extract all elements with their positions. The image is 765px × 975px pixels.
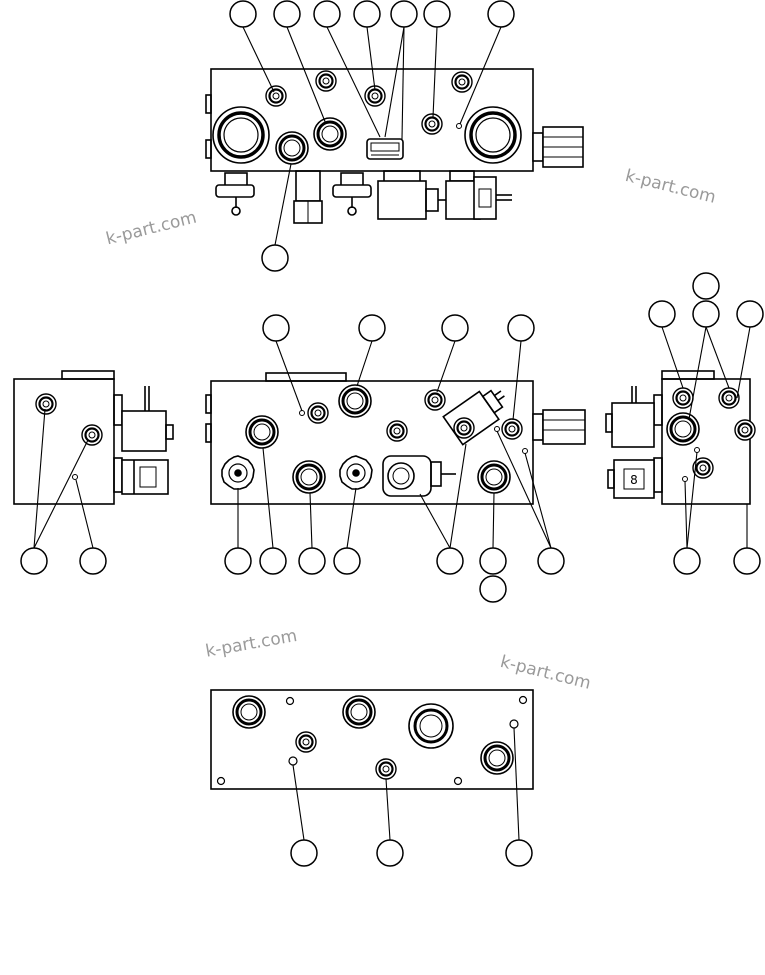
front-solenoid	[382, 455, 432, 497]
callout-balloon	[423, 0, 451, 28]
callout-balloon	[273, 0, 301, 28]
leader-lines	[33, 26, 751, 841]
right-side-view: 8	[605, 370, 757, 505]
callout-balloon	[436, 547, 464, 575]
callout-balloon	[692, 272, 720, 300]
left-side-view	[13, 370, 174, 505]
top-port-big-left	[211, 105, 271, 165]
top-view	[205, 68, 584, 224]
callout-balloon	[298, 547, 326, 575]
solenoid-tag: 8	[630, 473, 638, 487]
callout-balloon	[376, 839, 404, 867]
callout-balloon	[259, 547, 287, 575]
callout-balloon	[441, 314, 469, 342]
callout-balloon	[313, 0, 341, 28]
callout-balloon	[479, 547, 507, 575]
callout-balloon	[537, 547, 565, 575]
callout-balloon	[507, 314, 535, 342]
callout-balloon	[262, 314, 290, 342]
callout-balloon	[290, 839, 318, 867]
callout-balloon	[20, 547, 48, 575]
front-view	[205, 372, 586, 505]
callout-balloon	[224, 547, 252, 575]
callout-balloon	[736, 300, 764, 328]
top-solenoid-1	[377, 180, 427, 220]
callout-balloon	[505, 839, 533, 867]
callout-balloon	[261, 244, 289, 272]
callout-balloon	[390, 0, 418, 28]
callout-balloon	[733, 547, 761, 575]
callout-balloon	[229, 0, 257, 28]
right-solenoid	[611, 402, 655, 448]
callout-balloon	[692, 300, 720, 328]
callout-balloon	[79, 547, 107, 575]
callout-balloon	[353, 0, 381, 28]
callout-balloon	[333, 547, 361, 575]
callout-balloon	[673, 547, 701, 575]
bottom-view	[210, 689, 534, 790]
callout-balloon	[648, 300, 676, 328]
callout-balloons	[20, 0, 764, 867]
top-nameplate	[366, 138, 404, 160]
callout-balloon	[487, 0, 515, 28]
top-port-big-right	[463, 105, 523, 165]
callout-balloon	[358, 314, 386, 342]
left-solenoid	[121, 410, 167, 452]
callout-balloon	[479, 575, 507, 603]
